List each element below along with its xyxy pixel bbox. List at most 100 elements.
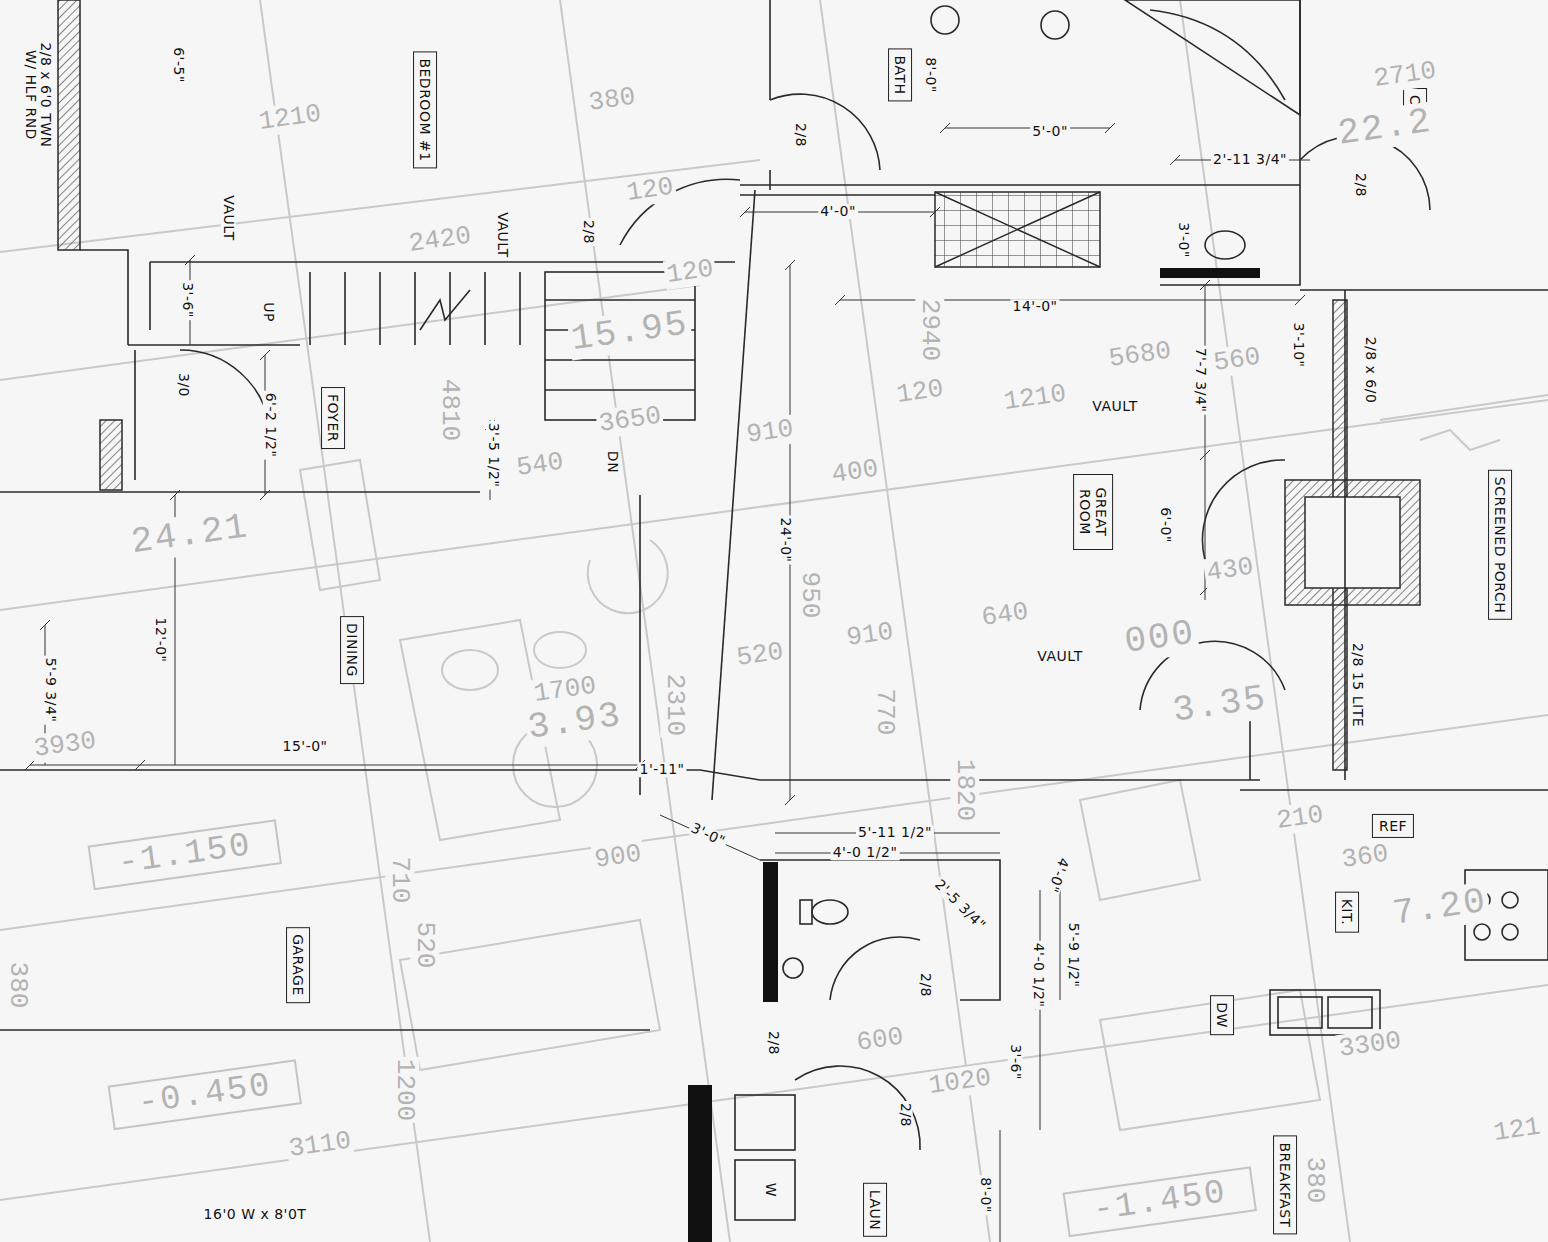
metric-dimension: 2940: [916, 297, 945, 363]
room-name: BREAKFAST: [1277, 1142, 1293, 1227]
wall-lines-part: [1502, 892, 1518, 908]
overlay-plan-part: [400, 920, 660, 1070]
plan-annotation: 4'-0 1/2": [1030, 941, 1045, 1010]
plan-annotation: 3'-6": [1007, 1042, 1022, 1082]
wall-lines-part: [545, 300, 695, 390]
plan-annotation: 2'-5 3/4": [930, 875, 989, 934]
plan-annotation: 5'-9 1/2": [1065, 921, 1080, 990]
wall-lines-part: [769, 0, 771, 190]
metric-dimension: 950: [796, 570, 825, 621]
plan-annotation: 3'-10": [1290, 320, 1305, 369]
overlay-plan-part: [534, 632, 586, 668]
metric-dimension: 7.20: [1389, 882, 1492, 935]
metric-dimension: 210: [1273, 800, 1327, 835]
plan-annotation: 7'-7 3/4": [1192, 346, 1207, 415]
wall-lines-part: [830, 937, 920, 1000]
plan-annotation: W: [762, 1181, 777, 1199]
plan-annotation: 3'-0": [1175, 220, 1190, 260]
dimension-lines-part: [835, 295, 1305, 305]
metric-dimension: 360: [1338, 839, 1392, 874]
plan-annotation: VAULT: [220, 193, 235, 242]
room-name: DW: [1214, 1002, 1230, 1028]
wall-lines-part: [740, 184, 1300, 186]
overlay-plan-part: [1100, 990, 1320, 1130]
plan-annotation: 2/8 15 LITE: [1349, 641, 1364, 729]
hatched-walls: [58, 0, 1420, 770]
room-name: LAUN: [867, 1190, 883, 1230]
wall-lines-part: [310, 272, 520, 345]
room-name: DINING: [344, 623, 360, 677]
wall-lines-part: [735, 1160, 795, 1220]
room-name: SCREENED PORCH: [1492, 477, 1508, 613]
room-name: KIT.: [1339, 899, 1355, 926]
plan-annotation: 8'-0": [977, 1175, 992, 1215]
metric-dimension: 120: [623, 172, 677, 207]
wall-lines-part: [80, 250, 128, 345]
plan-annotation: VAULT: [1090, 399, 1139, 414]
wall-lines-part: [1150, 10, 1285, 100]
overlay-plan-part: [1380, 395, 1548, 420]
plan-annotation: 6'-2 1/2": [262, 391, 277, 460]
plan-annotation: 3'-0": [687, 820, 729, 851]
room-label-box: FOYER: [321, 387, 345, 449]
room-name: REF: [1379, 818, 1407, 834]
plan-annotation: 4'-0": [1044, 854, 1072, 897]
metric-dimension: 520: [733, 637, 787, 672]
metric-dimension: 900: [591, 839, 645, 874]
overlay-plan-part: [1180, 0, 1350, 1242]
room-label-box: BEDROOM #1: [413, 51, 437, 168]
metric-dimension: 3650: [595, 401, 665, 439]
wall-lines-part: [770, 94, 880, 170]
plan-annotation: 2/8 x 6'0 TWN W/ HLF RND: [23, 34, 54, 156]
wall-lines-part: [420, 290, 470, 330]
metric-dimension: 120: [663, 254, 717, 289]
metric-dimension: 400: [828, 454, 882, 489]
plan-annotation: 2/8: [765, 1029, 780, 1057]
metric-dimension: 430: [1203, 552, 1257, 587]
wall-lines-part: [795, 1066, 920, 1150]
wall-lines-part: [1328, 997, 1372, 1028]
dimension-lines-part: [940, 123, 1115, 133]
hatched-walls-part: [1305, 497, 1400, 588]
wall-lines-part: [1041, 11, 1069, 39]
metric-dimension: 710: [386, 855, 415, 906]
plan-annotation: 2'-11 3/4": [1211, 152, 1289, 167]
wall-lines-part: [134, 350, 136, 480]
solid-walls-part: [1160, 268, 1260, 278]
plan-annotation: 3'-5 1/2": [485, 421, 500, 490]
wall-lines-part: [1502, 924, 1518, 940]
plan-annotation: 4'-0": [818, 204, 858, 219]
room-label-box: GARAGE: [286, 927, 310, 1003]
plan-annotation: 3'-6": [179, 280, 194, 320]
wall-lines-part: [760, 860, 1000, 1000]
room-name: -1.450: [1091, 1173, 1229, 1229]
dimension-lines-part: [1200, 280, 1210, 600]
plan-annotation: 14'-0": [1010, 299, 1059, 314]
metric-dimension: 380: [1301, 1155, 1330, 1206]
room-name: GREAT ROOM: [1077, 488, 1109, 537]
plan-annotation: VAULT: [494, 210, 509, 259]
room-name: -0.450: [136, 1066, 274, 1122]
plan-annotation: 6'-0": [1157, 505, 1172, 545]
wall-lines-part: [1344, 290, 1346, 780]
solid-walls-part: [688, 1085, 712, 1242]
wall-lines-part: [931, 6, 959, 34]
metric-dimension: 2710: [1370, 56, 1440, 94]
metric-dimension: 5680: [1105, 336, 1175, 374]
metric-dimension: 4810: [436, 377, 465, 443]
plan-annotation: 12'-0": [152, 615, 167, 664]
room-label-box: BREAKFAST: [1273, 1135, 1297, 1234]
wall-lines-part: [783, 958, 803, 978]
metric-dimension: 3110: [285, 1126, 355, 1164]
plan-annotation: 5'-9 3/4": [42, 656, 57, 725]
wall-lines-part: [1205, 231, 1245, 259]
plan-annotation: 15'-0": [280, 739, 329, 754]
metric-dimension: 640: [978, 597, 1032, 632]
metric-dimension: 3.35: [1169, 679, 1272, 732]
wall-lines-part: [812, 900, 848, 924]
metric-dimension: 1020: [925, 1063, 995, 1101]
plan-annotation: 5'-11 1/2": [856, 825, 934, 840]
